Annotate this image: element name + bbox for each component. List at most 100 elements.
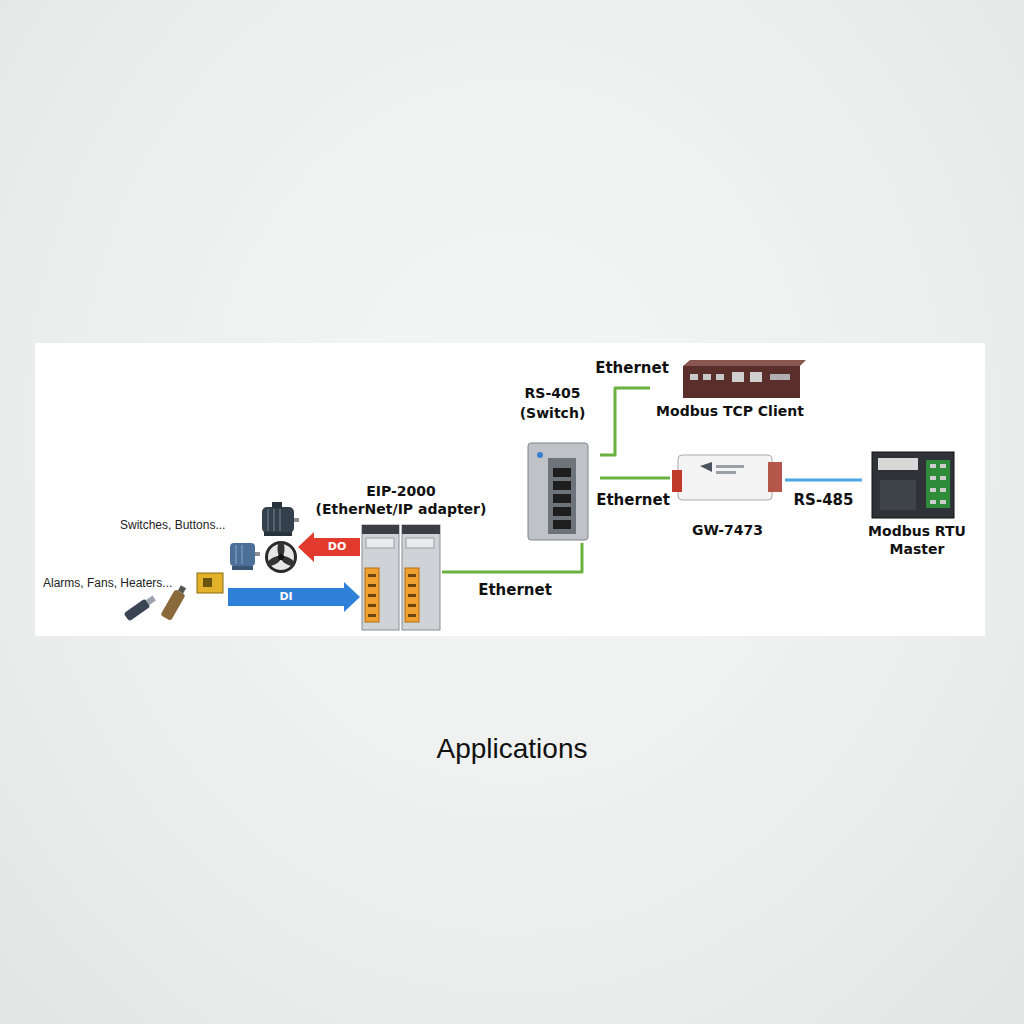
field-device-group: Alarms, Fans, Heaters... <box>40 572 228 628</box>
motor-icon-part <box>267 509 269 531</box>
io-module-icon-part <box>406 538 434 548</box>
fan-icon-part <box>278 554 284 560</box>
gateway-icon-part <box>678 455 772 500</box>
computer-icon-part <box>716 374 724 380</box>
motor-icon-part <box>230 543 255 566</box>
motor-icon-part <box>262 507 294 533</box>
controller-icon-part <box>940 488 946 492</box>
controller-icon <box>872 452 954 518</box>
motor-icon <box>262 502 299 536</box>
computer-icon-part <box>690 374 698 380</box>
gateway-node: GW-7473 <box>670 450 785 545</box>
link-label: Ethernet <box>594 491 672 509</box>
sensor-icon-part <box>160 589 185 621</box>
client-node: Modbus TCP Client <box>650 356 810 424</box>
computer-icon <box>683 360 806 398</box>
io-adapter-node: EIP-2000(EtherNet/IP adapter) <box>360 524 442 632</box>
io-module-icon-part <box>365 568 379 622</box>
io-module-icon-part <box>362 525 399 534</box>
gateway-icon-part <box>768 462 782 492</box>
io-module-icon-part <box>368 574 376 577</box>
field-device-group: Switches, Buttons... <box>118 502 298 570</box>
io-module-icon-part <box>408 594 416 597</box>
gateway-icon-part <box>716 465 744 468</box>
controller-icon-part <box>940 464 946 468</box>
device-label: GW-7473 <box>692 521 763 539</box>
controller-icon-part <box>930 488 936 492</box>
link-label: RS-485 <box>792 491 856 509</box>
motor-icon-part <box>279 509 281 531</box>
switch-icon-part <box>553 507 571 516</box>
motor-icon-part <box>255 552 260 556</box>
io-module-icon-part <box>408 614 416 617</box>
controller-icon-part <box>930 500 936 504</box>
motor-icon-part <box>273 509 275 531</box>
device-label: Modbus TCP Client <box>656 402 804 420</box>
switch-icon-part <box>553 468 571 477</box>
ethernet-line <box>600 388 650 455</box>
switch-icon-part <box>553 481 571 490</box>
device-label: RS-405 <box>525 383 581 403</box>
computer-icon-part <box>750 372 762 382</box>
motor-icon-part <box>272 502 282 508</box>
controller-icon-part <box>880 480 916 510</box>
link-label: Ethernet <box>593 359 671 377</box>
computer-icon-part <box>703 374 711 380</box>
io-module-icon-part <box>368 594 376 597</box>
io-module-icon-part <box>408 574 416 577</box>
signal-label: DO <box>328 541 346 553</box>
motor-icon-part <box>294 518 299 522</box>
motor-icon <box>230 543 260 570</box>
sensor-icon-part <box>146 595 156 605</box>
gateway-icon-part <box>716 471 736 474</box>
caption: Applications <box>0 731 1024 767</box>
gateway-icon-part <box>672 470 682 492</box>
switch-node: RS-405(Switch) <box>505 378 600 543</box>
device-label: Modbus RTU Master <box>865 522 969 558</box>
serial-line <box>785 479 862 482</box>
switch-icon-part <box>553 494 571 503</box>
sensor-icon-part <box>178 585 186 593</box>
controller-icon-part <box>940 500 946 504</box>
controller-icon-part <box>878 458 918 470</box>
io-module-icon <box>362 525 399 630</box>
sensor-icon-part <box>197 573 223 593</box>
computer-icon-part <box>683 360 806 366</box>
io-module-icon-part <box>402 525 440 630</box>
motor-icon-part <box>264 532 292 536</box>
motor-icon-part <box>235 545 237 564</box>
sensor-icon <box>197 573 223 593</box>
io-module-icon-part <box>368 614 376 617</box>
switch-icon-part <box>553 520 571 529</box>
ethernet-line <box>442 543 582 572</box>
sensor-icon-part <box>123 598 150 621</box>
signal-label: DI <box>279 591 292 603</box>
computer-icon-part <box>683 366 800 398</box>
gateway-icon <box>672 455 782 500</box>
io-module-icon-part <box>366 538 394 548</box>
io-module-icon-part <box>368 604 376 607</box>
motor-icon-part <box>241 545 243 564</box>
io-module-icon-part <box>408 584 416 587</box>
switch-icon-part <box>537 452 543 458</box>
fan-icon <box>265 541 297 573</box>
link-label: Ethernet <box>476 581 554 599</box>
io-module-icon <box>402 525 440 630</box>
device-label: (Switch) <box>520 403 586 423</box>
ethernet-line <box>600 477 670 480</box>
output-arrow <box>298 532 360 562</box>
io-module-icon-part <box>405 568 419 622</box>
switch-icon <box>528 443 588 540</box>
io-module-icon-part <box>408 604 416 607</box>
switch-icon-part <box>528 443 588 540</box>
controller-icon-part <box>926 460 950 508</box>
controller-icon-part <box>930 476 936 480</box>
sensor-icon-part <box>203 578 212 587</box>
device-label: EIP-2000 <box>366 482 436 500</box>
sensor-icon <box>123 594 157 622</box>
io-module-icon-part <box>368 584 376 587</box>
switch-icon-part <box>548 458 576 534</box>
